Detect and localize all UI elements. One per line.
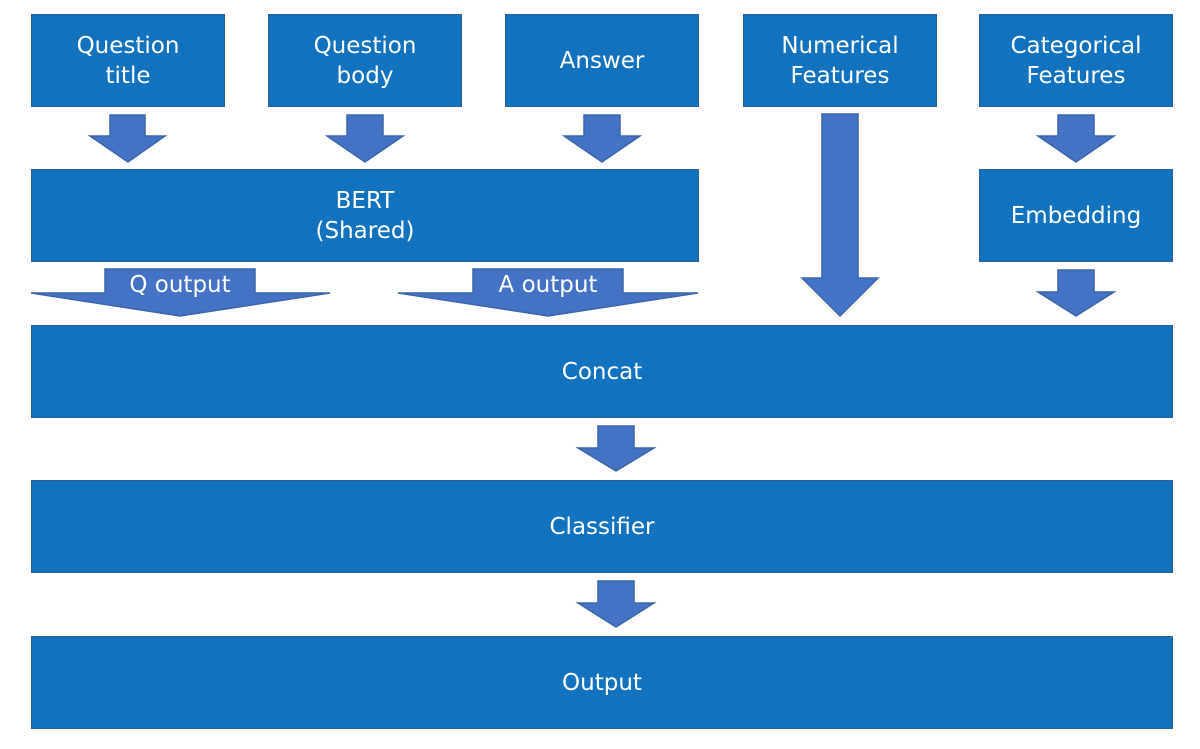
- q-output-arrow: [30, 268, 331, 317]
- a-output-label: A output: [498, 272, 598, 298]
- arrow-down-icon: [575, 580, 657, 628]
- numerical-features-box: Numerical Features: [743, 14, 937, 107]
- arrow-down-icon: [1035, 114, 1117, 163]
- arrow-down-icon: [87, 114, 168, 163]
- a-output-arrow: [397, 268, 699, 317]
- concat-box: Concat: [31, 325, 1173, 418]
- question-title-box: Question title: [31, 14, 225, 107]
- arrow-down-icon: [1035, 269, 1117, 317]
- q-output-label: Q output: [129, 272, 231, 298]
- answer-box: Answer: [505, 14, 699, 107]
- arrow-down-icon: [561, 114, 643, 163]
- arrow-down-icon: [324, 114, 406, 163]
- arrow-down-icon: [800, 113, 880, 318]
- classifier-box: Classifier: [31, 480, 1173, 573]
- embedding-box: Embedding: [979, 169, 1173, 262]
- categorical-features-box: Categorical Features: [979, 14, 1173, 107]
- output-box: Output: [31, 636, 1173, 729]
- question-body-box: Question body: [268, 14, 462, 107]
- arrow-down-icon: [575, 425, 657, 472]
- bert-box: BERT (Shared): [31, 169, 699, 262]
